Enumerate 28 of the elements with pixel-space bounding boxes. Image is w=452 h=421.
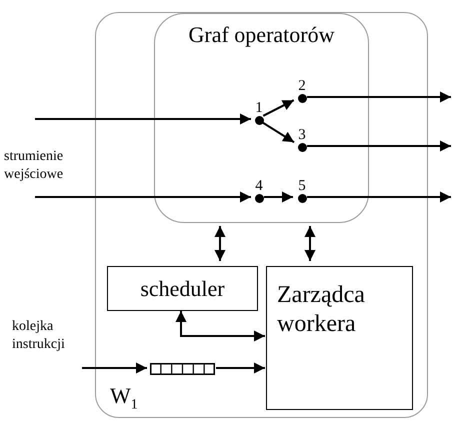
node-number: 4	[255, 179, 263, 194]
arrow	[264, 192, 293, 202]
operator-graph-panel	[154, 13, 369, 223]
side-note: strumienie wejściowe	[4, 148, 64, 184]
arrow	[262, 122, 295, 144]
arrow	[262, 99, 294, 117]
worker-container	[95, 12, 428, 418]
panel-title: Graf operatorów	[188, 22, 336, 48]
side-note: kolejka instrukcji	[12, 318, 66, 354]
worker-label: W$_{1}$	[110, 382, 138, 413]
node-number: 3	[298, 128, 306, 143]
node-number: 1	[255, 101, 263, 116]
arrow	[307, 192, 451, 202]
arrow	[35, 192, 251, 202]
arrow	[35, 114, 251, 124]
component-label: scheduler	[139, 275, 226, 302]
component-box	[266, 266, 413, 410]
component-box	[107, 266, 258, 311]
arrow	[307, 140, 451, 152]
arrow	[307, 92, 451, 102]
component-label: Zarządca workera	[277, 281, 366, 339]
node-number: 5	[298, 179, 306, 194]
node-number: 2	[298, 79, 306, 94]
arrow	[304, 226, 316, 261]
arrow	[214, 226, 226, 261]
arrow	[82, 362, 147, 374]
arrow	[216, 362, 265, 374]
arrow	[176, 311, 265, 342]
